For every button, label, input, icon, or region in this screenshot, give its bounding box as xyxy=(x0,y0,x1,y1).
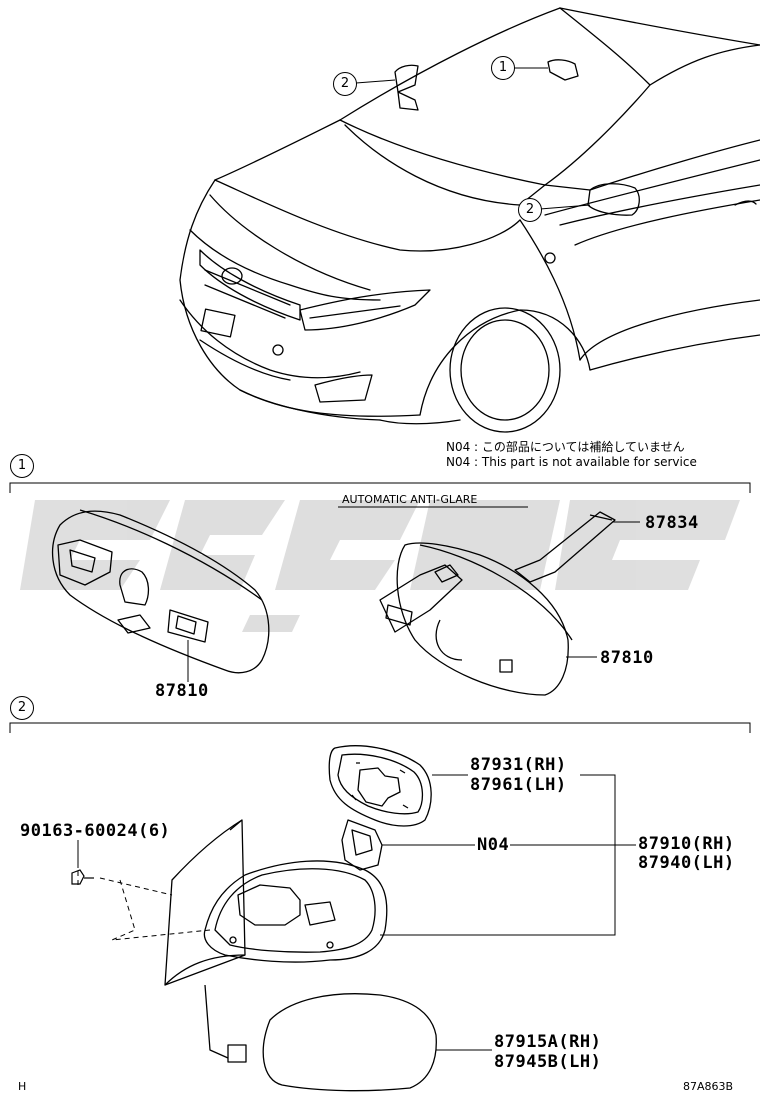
part-label-87834: 87834 xyxy=(645,513,699,533)
callout-ref-2-top: 2 xyxy=(333,72,357,96)
part-label-assy-lh: 87940(LH) xyxy=(638,853,735,873)
car-leaders xyxy=(355,67,591,210)
part-label-cover-rh: 87915A(RH) xyxy=(494,1032,602,1052)
bolt-icon xyxy=(71,869,94,885)
part-label-glass-lh: 87961(LH) xyxy=(470,775,567,795)
caption-automatic-anti-glare: AUTOMATIC ANTI-GLARE xyxy=(342,493,478,506)
note-n04-japanese: N04 : この部品については補給していません xyxy=(446,440,685,454)
callout-ref-2-side: 2 xyxy=(518,198,542,222)
part-label-bolt: 90163-60024(6) xyxy=(20,821,171,841)
section1-leaders xyxy=(566,521,640,658)
section-frames xyxy=(9,482,751,733)
inner-mirror-left xyxy=(51,509,270,674)
callout-ref-1-top: 1 xyxy=(491,56,515,80)
mirror-actuator xyxy=(341,819,383,871)
part-label-glass-rh: 87931(RH) xyxy=(470,755,567,775)
part-label-n04: N04 xyxy=(477,835,510,855)
mirror-housing xyxy=(164,819,388,1063)
watermark-logo xyxy=(20,500,740,632)
inner-mirror-right xyxy=(379,511,616,696)
section2-leaders xyxy=(380,774,636,1051)
part-label-87810-left: 87810 xyxy=(155,681,209,701)
bolt-leaders xyxy=(77,870,211,941)
part-label-assy-rh: 87910(RH) xyxy=(638,834,735,854)
car-illustration xyxy=(179,7,760,433)
section-marker-2: 2 xyxy=(10,696,34,720)
mirror-glass xyxy=(328,745,432,827)
footer-left-code: H xyxy=(18,1080,27,1093)
illustration-number: 87A863B xyxy=(683,1080,734,1093)
part-label-cover-lh: 87945B(LH) xyxy=(494,1052,602,1072)
note-n04-english: N04 : This part is not available for ser… xyxy=(446,455,697,469)
part-label-87810-right: 87810 xyxy=(600,648,654,668)
mirror-cover xyxy=(262,993,437,1092)
section-marker-1: 1 xyxy=(10,454,34,478)
